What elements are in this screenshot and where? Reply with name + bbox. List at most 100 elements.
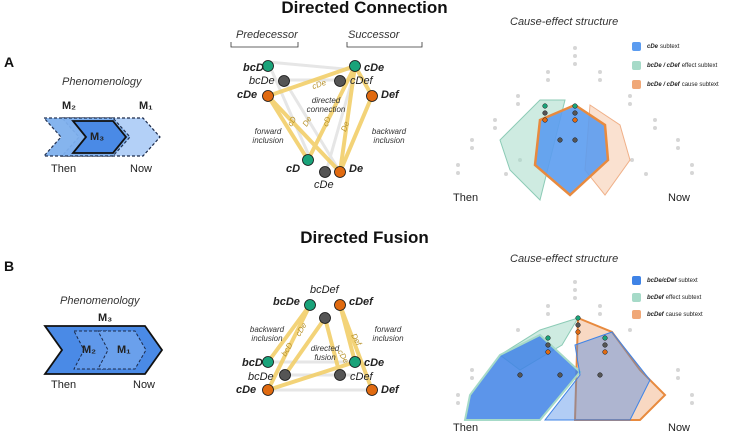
m1-chevron-b <box>97 330 147 370</box>
left-node-label-2-a: cDe <box>237 89 258 101</box>
legend-text: effect subtext <box>665 294 702 301</box>
left-node-label-0-a: bcD <box>243 62 264 74</box>
bottom-node-label-0-a: cD <box>286 163 301 175</box>
ces-legend-2-b: bcDef cause subtext <box>632 310 703 319</box>
legend-text: cause subtext <box>665 311 703 318</box>
left-node-label-2-b: cDe <box>236 384 257 396</box>
ces-legend-1-a: bcDe / cDef effect subtext <box>632 61 717 70</box>
legend-bold: bcDef <box>647 311 664 318</box>
m2-label-a: M₂ <box>62 100 77 112</box>
top-node-label-1-b: bcDe <box>273 296 300 308</box>
ces-subtext-region-b-left <box>463 333 582 421</box>
phenomenology-heading-a: Phenomenology <box>62 76 142 88</box>
legend-swatch <box>632 276 641 285</box>
ces-now-b: Now <box>668 422 691 434</box>
ces-subtext-region-b-right <box>543 331 651 421</box>
ces-legend-0-b: bcDe/cDef subtext <box>632 276 698 285</box>
node-cDe-right-a <box>349 60 361 72</box>
legend-text: effect subtext <box>681 62 718 69</box>
legend-swatch <box>632 310 641 319</box>
panel-b-letter: B <box>4 258 15 274</box>
legend-swatch <box>632 42 641 51</box>
m1-label-a: M₁ <box>139 100 153 112</box>
node-Def-b <box>366 384 378 396</box>
m3-label-b: M₃ <box>98 312 113 324</box>
bottom-node-label-1-a: cDe <box>314 179 334 191</box>
m3-label-a: M₃ <box>90 131 105 143</box>
ces-legend-0-a: cDe subtext <box>632 42 679 51</box>
right-node-label-0-b: cDe <box>364 357 385 369</box>
node-cDef-a <box>334 75 346 87</box>
node-cDe-bottom-a <box>319 166 331 178</box>
legend-bold: bcDe / cDef <box>647 81 680 88</box>
node-bcD-b <box>262 356 274 368</box>
bottom-node-label-2-a: De <box>349 163 364 175</box>
right-node-label-1-b: cDef <box>350 371 373 383</box>
node-cDe-left-b <box>262 384 274 396</box>
m2-label-b: M₂ <box>82 344 97 356</box>
node-bcDe-top-b <box>304 299 316 311</box>
center-label-b: directed fusion <box>310 344 340 362</box>
panel-a-title: Directed Connection <box>281 0 448 17</box>
right-node-label-2-b: Def <box>381 384 399 396</box>
legend-swatch <box>632 293 641 302</box>
left-node-label-0-b: bcD <box>242 357 263 369</box>
node-cDe-left-a <box>262 90 274 102</box>
now-label-a: Now <box>130 163 153 175</box>
predecessor-label: Predecessor <box>236 29 298 41</box>
node-bcDe-a <box>278 75 290 87</box>
left-node-label-1-b: bcDe <box>248 371 274 383</box>
legend-bold: bcDef <box>647 294 664 301</box>
center-label-a: directed connection <box>306 96 346 114</box>
legend-text: subtext <box>660 43 680 50</box>
forward-label-b: forward inclusion <box>372 325 404 343</box>
node-bcDe-left-b <box>279 369 291 381</box>
m1-label-b: M₁ <box>117 344 131 356</box>
successor-label: Successor <box>348 29 400 41</box>
then-label-a: Then <box>51 163 77 175</box>
ces-then-b: Then <box>453 422 479 434</box>
legend-bold: bcDe / cDef <box>647 62 680 69</box>
ces-now-a: Now <box>668 192 691 204</box>
ces-heading-b: Cause-effect structure <box>510 253 619 265</box>
right-node-label-2-a: Def <box>381 89 399 101</box>
ces-then-a: Then <box>453 192 479 204</box>
legend-swatch <box>632 61 641 70</box>
panel-b-title: Directed Fusion <box>300 228 429 247</box>
backward-label-a: backward inclusion <box>371 127 407 145</box>
ces-heading-a: Cause-effect structure <box>510 16 619 28</box>
node-bcDef-b <box>319 312 331 324</box>
phenomenology-heading-b: Phenomenology <box>60 295 140 307</box>
right-node-label-0-a: cDe <box>364 62 385 74</box>
legend-text: subtext <box>678 277 698 284</box>
node-cDef-right-b <box>334 369 346 381</box>
node-bcD-a <box>262 60 274 72</box>
legend-swatch <box>632 80 641 89</box>
left-node-label-1-a: bcDe <box>249 75 275 87</box>
legend-bold: bcDe/cDef <box>647 277 677 284</box>
panel-a-letter: A <box>4 54 15 70</box>
then-label-b: Then <box>51 379 77 391</box>
legend-text: cause subtext <box>681 81 719 88</box>
legend-bold: cDe <box>647 43 659 50</box>
ces-legend-2-a: bcDe / cDef cause subtext <box>632 80 719 89</box>
node-De-a <box>334 166 346 178</box>
m3-chevron-a <box>71 120 128 154</box>
top-node-label-0-b: bcDef <box>310 284 339 296</box>
ces-legend-1-b: bcDef effect subtext <box>632 293 701 302</box>
right-node-label-1-a: cDef <box>350 75 373 87</box>
top-node-label-2-b: cDef <box>349 296 373 308</box>
now-label-b: Now <box>133 379 156 391</box>
node-cD-a <box>302 154 314 166</box>
node-cDef-top-b <box>334 299 346 311</box>
forward-label-a: forward inclusion <box>252 127 284 145</box>
backward-label-b: backward inclusion <box>249 325 285 343</box>
node-cDe-right-b <box>349 356 361 368</box>
node-Def-a <box>366 90 378 102</box>
